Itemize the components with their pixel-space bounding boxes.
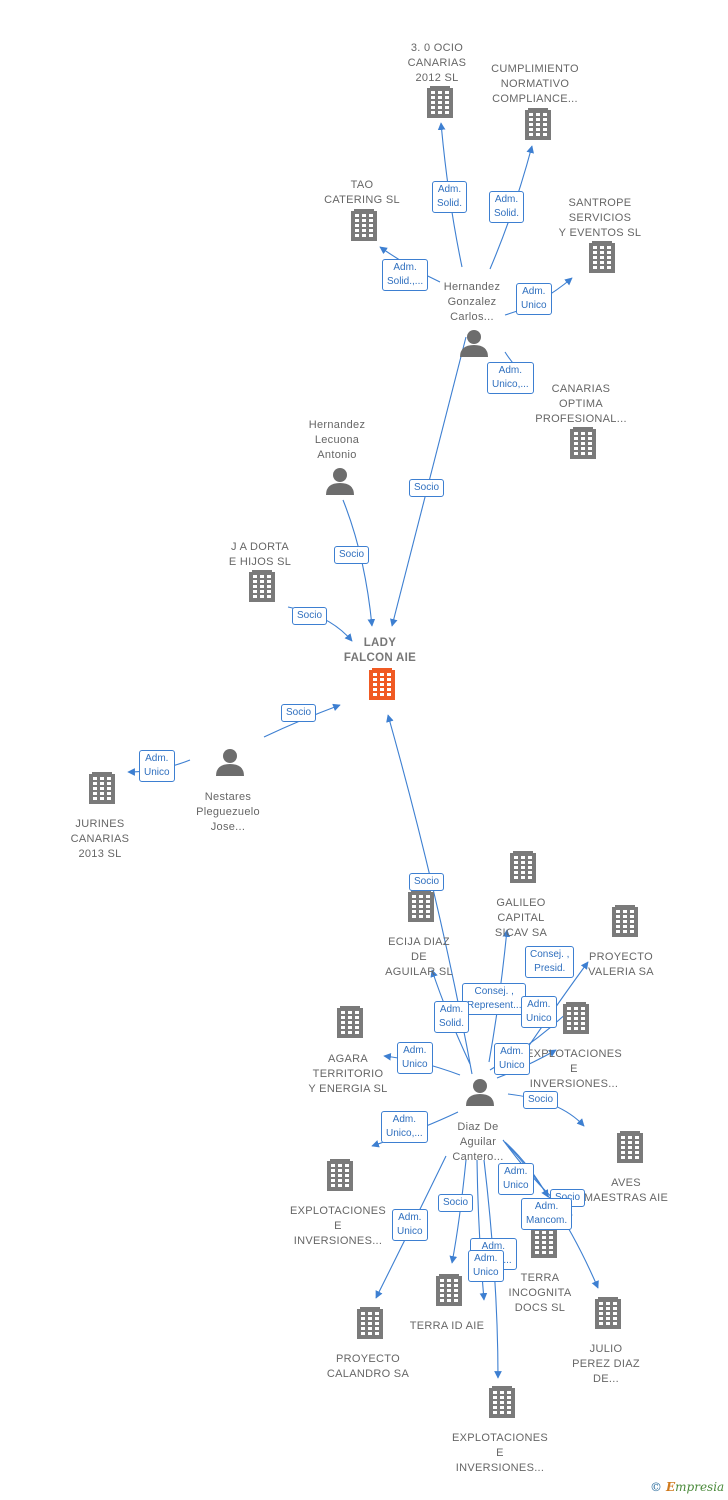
edge-label: Socio xyxy=(438,1194,474,1212)
edge-label: Adm. Mancom. xyxy=(521,1198,573,1230)
building-icon xyxy=(563,1002,589,1034)
edge-diaz-explot3 xyxy=(476,1159,488,1301)
node-label-aves: AVES MAESTRAS AIE xyxy=(583,1177,669,1204)
building-icon xyxy=(589,241,615,273)
brand-rest: mpresia xyxy=(675,1480,725,1494)
node-label-terra-id: TERRA ID AIE xyxy=(409,1320,485,1332)
brand-initial: E xyxy=(666,1480,676,1494)
edge-diaz-terra_id xyxy=(449,1159,467,1264)
edge-label: Adm. Solid. xyxy=(434,1001,470,1033)
node-label-agara: AGARA TERRITORIO Y ENERGIA SL xyxy=(308,1053,388,1095)
edge-label: Adm. Unico xyxy=(468,1250,504,1282)
edge-label: Adm. Solid.,... xyxy=(382,259,429,291)
person-icon xyxy=(460,330,488,357)
building-icon xyxy=(436,1274,462,1306)
edge-label: Adm. Solid. xyxy=(432,181,468,213)
person-icon xyxy=(326,468,354,495)
node-label-tao: TAO CATERING SL xyxy=(324,179,400,206)
node-label-julio: JULIO PEREZ DIAZ DE... xyxy=(572,1343,640,1385)
edge-label: Adm. Unico,... xyxy=(487,362,534,394)
node-label-diaz: Diaz De Aguilar Cantero... xyxy=(452,1121,504,1163)
edge-label: Socio xyxy=(409,873,445,891)
node-label-explot3: EXPLOTACIONES E INVERSIONES... xyxy=(452,1432,548,1474)
edge-label: Adm. Unico xyxy=(494,1043,530,1075)
building-icon xyxy=(525,108,551,140)
node-label-cumplimiento: CUMPLIMIENTO NORMATIVO COMPLIANCE... xyxy=(491,63,579,105)
building-icon xyxy=(89,772,115,804)
node-label-terra-incognita: TERRA INCOGNITA DOCS SL xyxy=(508,1272,572,1314)
building-icon xyxy=(570,427,596,459)
building-icon xyxy=(337,1006,363,1038)
node-label-ecija: ECIJA DIAZ DE AGUILAR SL xyxy=(385,936,453,978)
building-icon xyxy=(510,851,536,883)
building-icon xyxy=(617,1131,643,1163)
edge-label: Consej. , Presid. xyxy=(525,946,575,978)
icons-layer xyxy=(89,86,643,1418)
node-label-ocio: 3. 0 OCIO CANARIAS 2012 SL xyxy=(407,42,467,84)
node-label-canarias-optima: CANARIAS OPTIMA PROFESIONAL... xyxy=(535,383,627,425)
building-icon xyxy=(408,890,434,922)
building-icon xyxy=(489,1386,515,1418)
edge-label: Socio xyxy=(409,479,445,497)
node-label-proyecto-calandro: PROYECTO CALANDRO SA xyxy=(326,1353,410,1380)
node-label-jurines: JURINES CANARIAS 2013 SL xyxy=(70,818,130,860)
building-icon xyxy=(595,1297,621,1329)
node-label-santrope: SANTROPE SERVICIOS Y EVENTOS SL xyxy=(558,197,642,239)
node-label-ja-dorta: J A DORTA E HIJOS SL xyxy=(228,541,292,568)
edge-label: Adm. Unico xyxy=(516,283,552,315)
node-label-nestares: Nestares Pleguezuelo Jose... xyxy=(196,791,260,833)
building-icon xyxy=(357,1307,383,1339)
edge-label: Socio xyxy=(292,607,328,625)
node-label-lady-falcon: LADY FALCON AIE xyxy=(343,637,417,664)
edge-label: Adm. Unico xyxy=(397,1042,433,1074)
node-label-hernandez-la: Hernandez Lecuona Antonio xyxy=(308,419,366,461)
edge-label: Adm. Unico,... xyxy=(381,1111,428,1143)
node-label-explot1: EXPLOTACIONES E INVERSIONES... xyxy=(526,1048,622,1090)
edge-label: Adm. Unico xyxy=(139,750,175,782)
empresia-watermark: © Empresia xyxy=(650,1480,724,1494)
node-label-hernandez-gc: Hernandez Gonzalez Carlos... xyxy=(443,281,501,323)
node-label-explot2: EXPLOTACIONES E INVERSIONES... xyxy=(290,1205,386,1247)
copyright-symbol: © xyxy=(650,1480,662,1494)
building-icon xyxy=(249,570,275,602)
edge-label: Adm. Unico xyxy=(521,996,557,1028)
node-label-proyecto-valeria: PROYECTO VALERIA SA xyxy=(588,951,654,978)
edge-label: Socio xyxy=(334,546,370,564)
node-label-galileo: GALILEO CAPITAL SICAV SA xyxy=(494,897,548,939)
building-icon xyxy=(531,1226,557,1258)
edge-label: Socio xyxy=(281,704,317,722)
building-icon xyxy=(612,905,638,937)
building-icon xyxy=(327,1159,353,1191)
edge-label: Consej. , Represent... xyxy=(462,983,527,1015)
edge-label: Adm. Unico xyxy=(392,1209,428,1241)
edge-label: Socio xyxy=(523,1091,559,1109)
edge-label: Adm. Solid. xyxy=(489,191,525,223)
person-icon xyxy=(466,1079,494,1106)
edge-label: Adm. Unico xyxy=(498,1163,534,1195)
building-icon xyxy=(427,86,453,118)
building-icon xyxy=(351,209,377,241)
person-icon xyxy=(216,749,244,776)
company-center-icon xyxy=(369,668,395,700)
